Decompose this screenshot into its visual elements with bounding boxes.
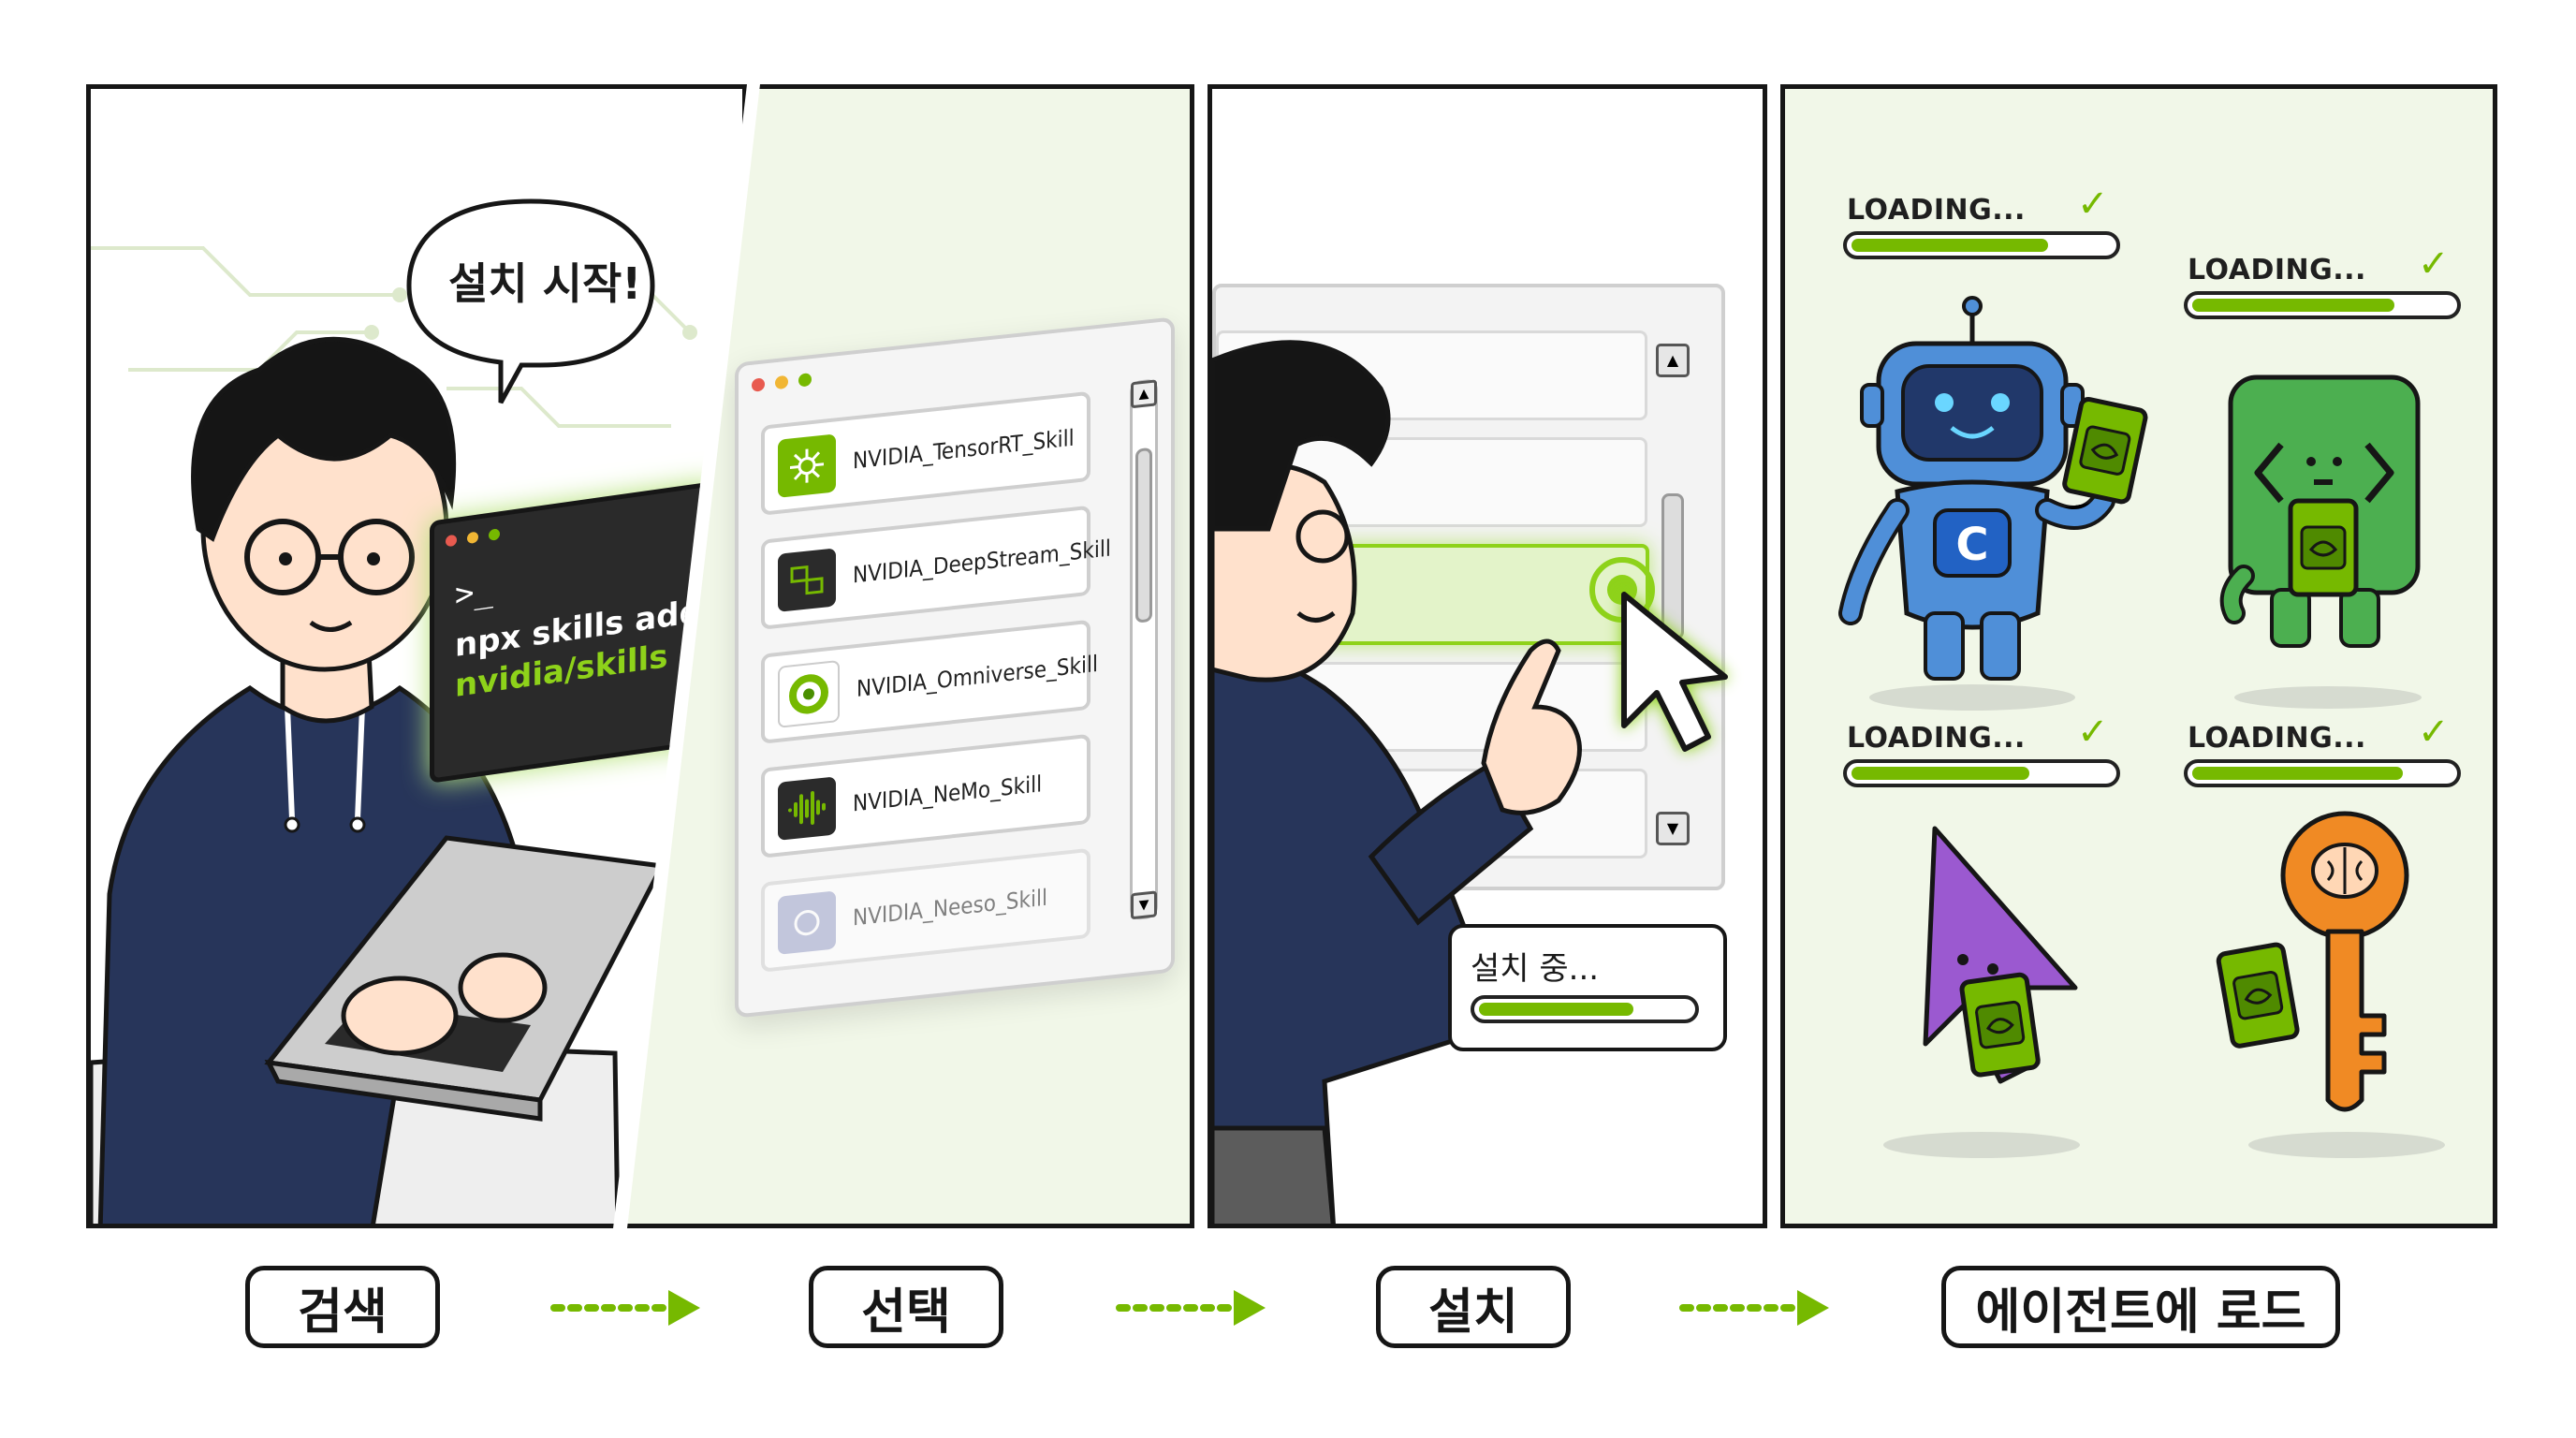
installing-label: 설치 중... xyxy=(1471,950,1600,988)
flow-arrow-icon xyxy=(550,1290,700,1326)
skills-window: ▲ ▼ NVIDIA_TensorRT_Skill NVIDIA_DeepStr… xyxy=(735,316,1175,1019)
key-agent-icon xyxy=(2217,811,2445,1158)
search-scene xyxy=(91,246,697,1224)
loading-progress-fill xyxy=(1852,239,2049,252)
list-item[interactable]: NVIDIA_DeepStream_Skill xyxy=(761,505,1111,630)
list-item[interactable]: NVIDIA_Neeso_Skill xyxy=(761,847,1090,973)
install-scene xyxy=(1212,340,1728,1224)
list-item[interactable]: NVIDIA_Omniverse_Skill xyxy=(761,619,1098,744)
step-load-agent: 에이전트에 로드 xyxy=(1941,1266,2340,1348)
scroll-up-icon[interactable]: ▲ xyxy=(1131,379,1157,409)
cursor-agent-icon xyxy=(1883,826,2080,1158)
installing-toast: 설치 중... xyxy=(1448,924,1727,1051)
deepstream-icon xyxy=(778,548,836,612)
code-agent-icon xyxy=(2219,374,2422,709)
loading-label: LOADING... xyxy=(2188,722,2366,755)
loading-progress-bar xyxy=(2184,291,2461,319)
svg-text:C: C xyxy=(1955,519,1988,571)
step-select: 선택 xyxy=(809,1266,1003,1348)
speech-text: 설치 시작! xyxy=(448,258,642,309)
check-icon: ✓ xyxy=(2418,242,2450,286)
loading-progress-bar xyxy=(1843,231,2120,259)
speech-bubble xyxy=(406,198,655,404)
scroll-thumb[interactable] xyxy=(1135,447,1152,624)
nemo-icon xyxy=(778,776,836,841)
scroll-up-icon[interactable]: ▲ xyxy=(1656,344,1690,377)
scroll-down-icon[interactable]: ▼ xyxy=(1131,890,1157,920)
loading-label: LOADING... xyxy=(2188,254,2366,286)
panel-search: 설치 시작! >_ npx skills add nvidia/skills xyxy=(86,84,747,1228)
loading-progress-bar xyxy=(1843,759,2120,787)
window-dots xyxy=(752,372,812,396)
install-progress-fill xyxy=(1479,1003,1634,1016)
install-progress-bar xyxy=(1471,995,1699,1023)
list-item[interactable]: NVIDIA_TensorRT_Skill xyxy=(761,390,1090,516)
tensorrt-icon xyxy=(778,433,836,498)
flow-arrow-icon xyxy=(1679,1290,1829,1326)
panel-install: ▲ ▼ 설치 중... xyxy=(1208,84,1767,1228)
loading-progress-bar xyxy=(2184,759,2461,787)
skill-label: NVIDIA_Omniverse_Skill xyxy=(856,650,1099,703)
step-search: 검색 xyxy=(245,1266,440,1348)
check-icon: ✓ xyxy=(2077,183,2109,226)
robot-agent-icon: C xyxy=(1838,296,2146,711)
skill-label: NVIDIA_Neeso_Skill xyxy=(853,884,1048,932)
check-icon: ✓ xyxy=(2077,711,2109,754)
loading-progress-fill xyxy=(2192,767,2403,780)
step-install: 설치 xyxy=(1376,1266,1571,1348)
loading-label: LOADING... xyxy=(1847,722,2026,755)
terminal-prompt: >_ xyxy=(455,571,493,614)
terminal-window: >_ npx skills add nvidia/skills xyxy=(430,480,720,784)
skill-label: NVIDIA_DeepStream_Skill xyxy=(853,535,1111,589)
loading-progress-fill xyxy=(2192,299,2394,312)
skill-label: NVIDIA_TensorRT_Skill xyxy=(853,424,1075,475)
neeso-icon xyxy=(778,890,836,955)
flow-arrow-icon xyxy=(1116,1290,1266,1326)
omniverse-icon xyxy=(778,659,840,728)
list-item[interactable]: NVIDIA_NeMo_Skill xyxy=(761,733,1090,858)
terminal-dots xyxy=(446,525,501,550)
check-icon: ✓ xyxy=(2418,711,2450,754)
loading-progress-fill xyxy=(1852,767,2030,780)
scrollbar[interactable]: ▲ ▼ xyxy=(1130,378,1158,921)
scroll-down-icon[interactable]: ▼ xyxy=(1656,812,1690,845)
agents-scene: C xyxy=(1838,296,2445,1158)
loading-label: LOADING... xyxy=(1847,194,2026,227)
skill-label: NVIDIA_NeMo_Skill xyxy=(853,770,1043,817)
panel-load-agent: LOADING... ✓ LOADING... ✓ LOADING... ✓ L… xyxy=(1780,84,2497,1228)
